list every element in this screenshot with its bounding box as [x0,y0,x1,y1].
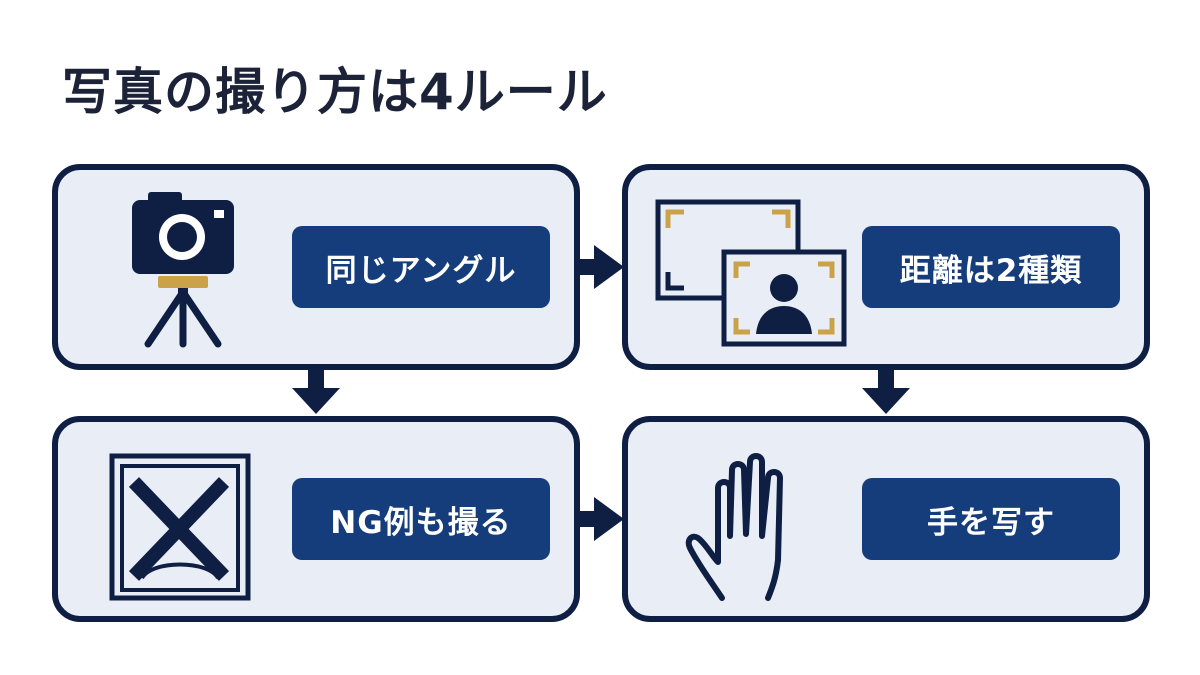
step-label-hand: 手を写す [862,478,1120,560]
arrow-right-icon [574,497,624,541]
arrow-down-icon [292,368,340,414]
step-label-two-distances: 距離は2種類 [862,226,1120,308]
step-label-same-angle: 同じアングル [292,226,550,308]
page-title: 写真の撮り方は4ルール [62,63,608,121]
step-card-same-angle: 同じアングル [52,164,580,370]
step-card-ng-examples: NG例も撮る [52,416,580,622]
step-card-two-distances: 距離は2種類 [622,164,1150,370]
hand-icon [685,453,783,601]
camera-tripod-icon [132,192,234,348]
arrow-down-icon [862,368,910,414]
ng-cross-frame-icon [109,453,251,601]
framed-portrait-icon [655,199,847,347]
step-label-ng-examples: NG例も撮る [292,478,550,560]
arrow-right-icon [574,245,624,289]
step-card-hand: 手を写す [622,416,1150,622]
